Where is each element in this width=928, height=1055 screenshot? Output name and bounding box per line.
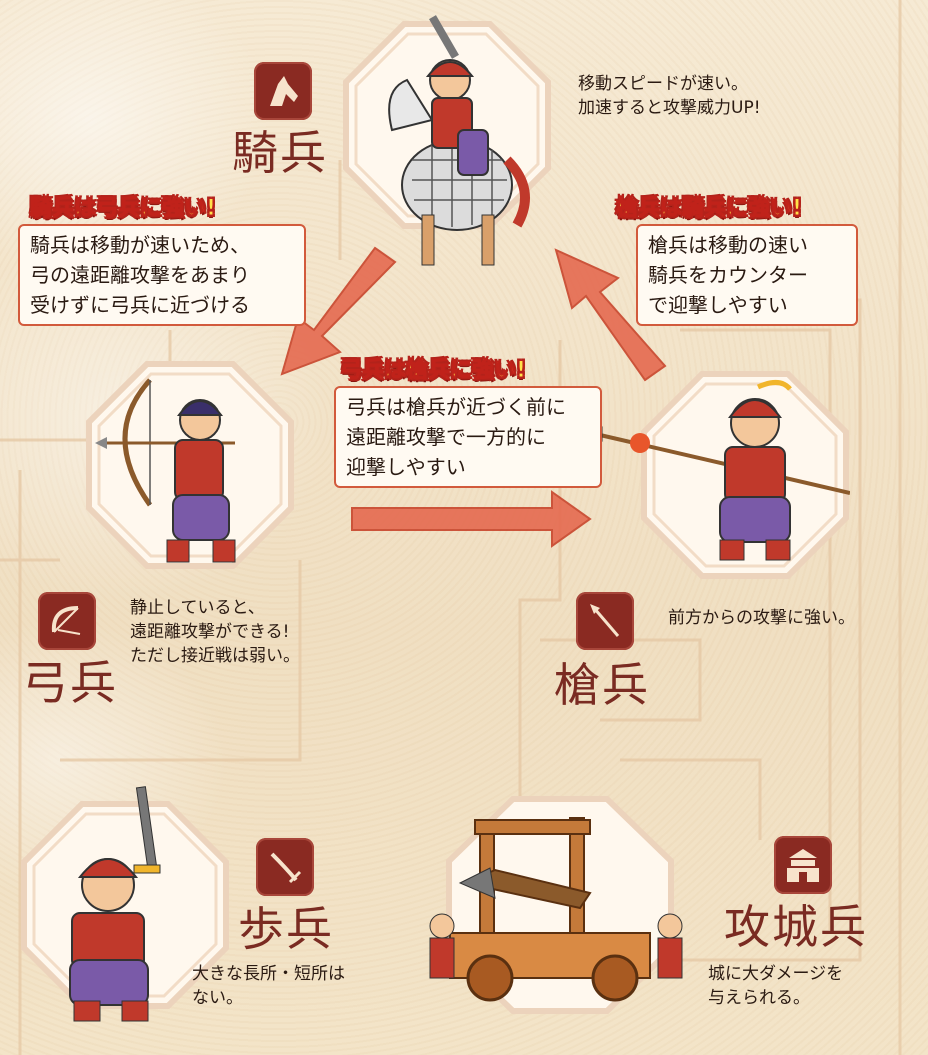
- spearman-description: 前方からの攻撃に強い。: [668, 606, 855, 630]
- callout-line: 騎兵をカウンター: [648, 263, 808, 287]
- arrow-spear-to-cavalry: [554, 248, 667, 382]
- callout-box-cavalry-vs-archer: 騎兵は移動が速いため、 弓の遠距離攻撃をあまり 受けずに弓兵に近づける: [18, 224, 306, 326]
- callout-line: 遠距離攻撃で一方的に: [346, 425, 546, 449]
- bow-icon: [51, 606, 81, 635]
- infantry-desc-line: 大きな長所・短所は: [192, 964, 345, 984]
- archer-name: 弓兵: [22, 656, 118, 710]
- callout-line: で迎撃しやすい: [648, 293, 788, 317]
- callout-line: 槍兵は移動の速い: [648, 233, 808, 257]
- callout-box-archer-vs-spear: 弓兵は槍兵が近づく前に 遠距離攻撃で一方的に 迎撃しやすい: [334, 386, 602, 488]
- siege-desc-line: 与えられる。: [708, 988, 810, 1008]
- callout-line: 受けずに弓兵に近づける: [30, 293, 250, 317]
- arrow-archer-to-spear: [351, 490, 592, 548]
- callout-line: 騎兵は移動が速いため、: [30, 233, 250, 257]
- spearman-illustration: [580, 380, 850, 561]
- infantry-icon-box: [256, 838, 314, 896]
- cavalry-desc-line: 加速すると攻撃威力UP!: [578, 98, 761, 118]
- cavalry-desc-line: 移動スピードが速い。: [578, 74, 748, 94]
- cavalry-name: 騎兵: [232, 126, 328, 180]
- callout-line: 迎撃しやすい: [346, 455, 466, 479]
- siege-name: 攻城兵: [724, 900, 868, 954]
- spearman-icon-box: [576, 592, 634, 650]
- callout-box-spear-vs-cavalry: 槍兵は移動の速い 騎兵をカウンター で迎撃しやすい: [636, 224, 858, 326]
- cavalry-illustration: [388, 15, 530, 266]
- callout-title-spear-vs-cavalry: 槍兵は騎兵に強い!: [615, 196, 803, 221]
- archer-desc-line: ただし接近戦は弱い。: [130, 646, 300, 666]
- spearman-desc-line: 前方からの攻撃に強い。: [668, 608, 855, 628]
- spearman-name: 槍兵: [554, 658, 650, 712]
- archer-illustration: [95, 378, 236, 563]
- sword-icon: [270, 852, 302, 884]
- siege-icon-box: [774, 836, 832, 894]
- infantry-description: 大きな長所・短所は ない。: [192, 962, 345, 1010]
- archer-desc-line: 遠距離攻撃ができる!: [130, 622, 290, 642]
- cavalry-icon-box: [254, 62, 312, 120]
- siege-illustration: [429, 817, 683, 1002]
- siege-description: 城に大ダメージを 与えられる。: [708, 962, 843, 1010]
- siege-desc-line: 城に大ダメージを: [708, 964, 844, 984]
- callout-line: 弓の遠距離攻撃をあまり: [30, 263, 250, 287]
- archer-icon-box: [38, 592, 96, 650]
- infantry-name: 歩兵: [238, 902, 334, 956]
- horse-head-icon: [270, 76, 298, 106]
- arrow-cavalry-to-archer: [280, 246, 397, 376]
- archer-description: 静止していると、 遠距離攻撃ができる! ただし接近戦は弱い。: [130, 596, 300, 668]
- cavalry-description: 移動スピードが速い。 加速すると攻撃威力UP!: [578, 72, 761, 120]
- infantry-illustration: [69, 786, 161, 1022]
- infantry-desc-line: ない。: [192, 988, 243, 1008]
- spear-icon: [590, 604, 620, 637]
- archer-desc-line: 静止していると、: [130, 598, 265, 618]
- callout-title-archer-vs-spear: 弓兵は槍兵に強い!: [339, 358, 527, 383]
- callout-line: 弓兵は槍兵が近づく前に: [346, 395, 566, 419]
- castle-icon: [787, 849, 819, 882]
- callout-title-cavalry-vs-archer: 騎兵は弓兵に強い!: [29, 196, 217, 221]
